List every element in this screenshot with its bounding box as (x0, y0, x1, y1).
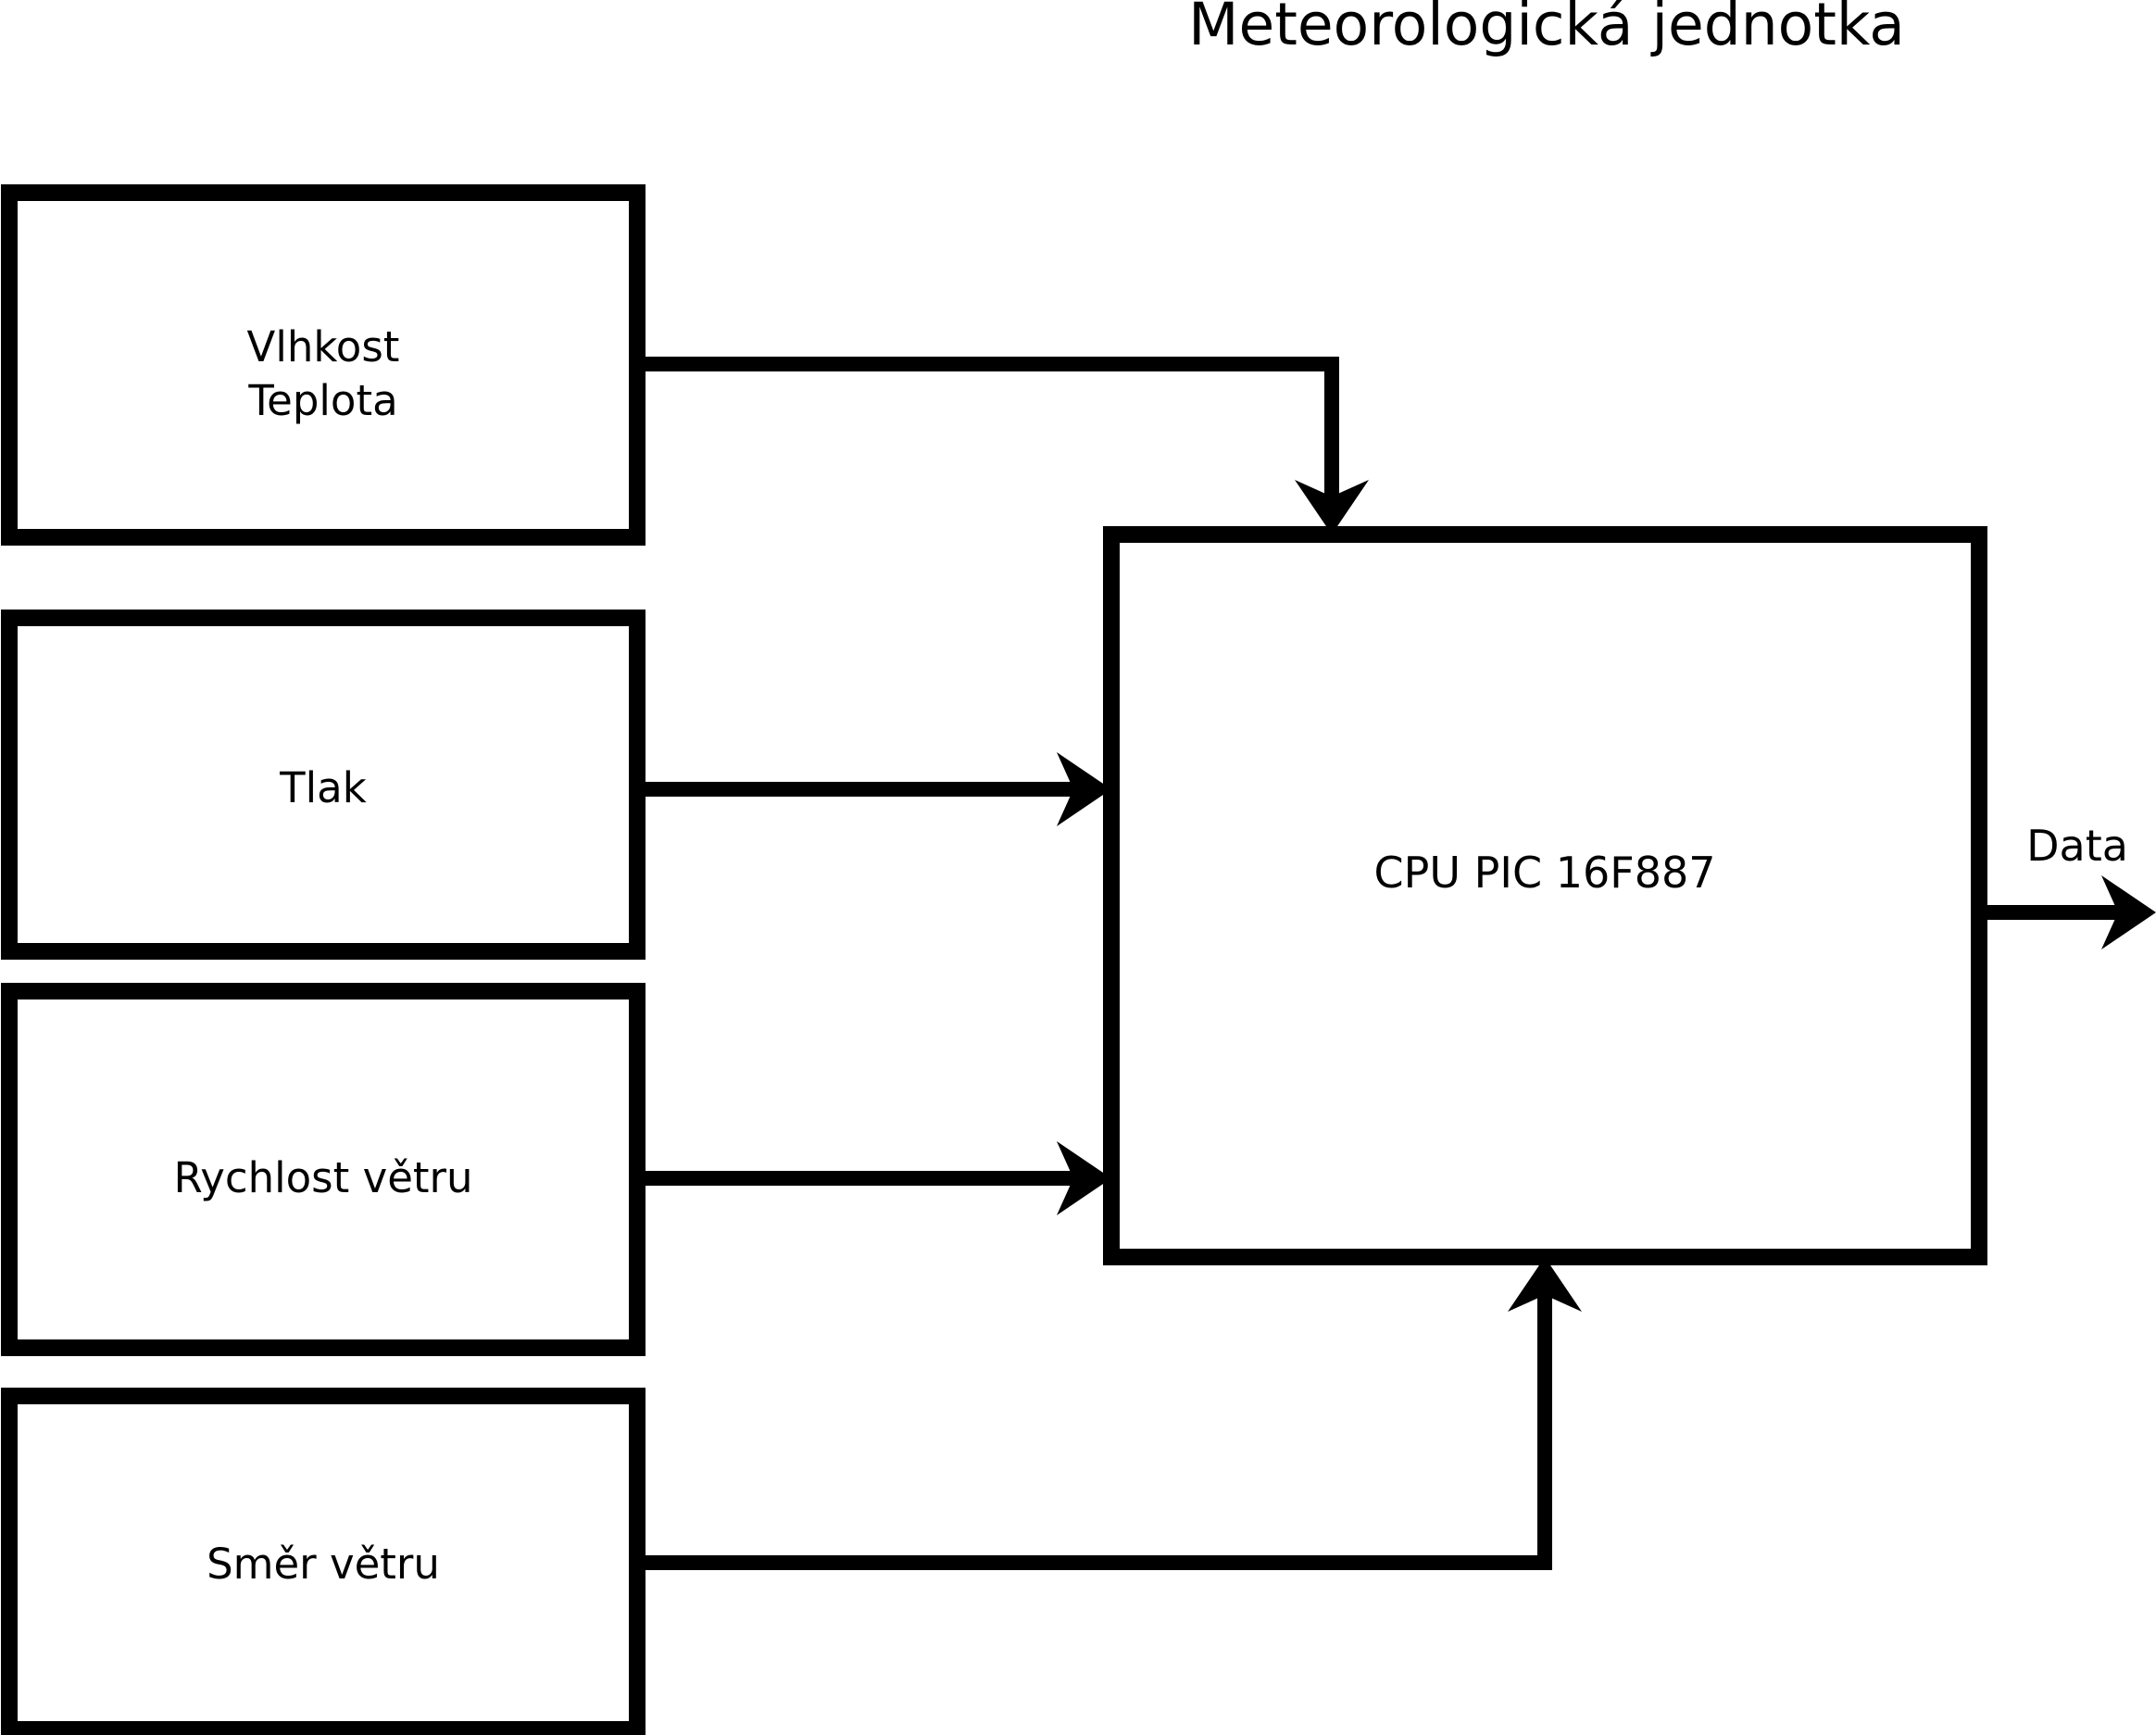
page-title: Meteorologická jednotka (1188, 0, 1905, 58)
block-humidity-temperature-label-line1: Vlhkost (247, 322, 400, 371)
connector-wind-speed-to-cpu (637, 1141, 1111, 1215)
connector-pressure-to-cpu (637, 752, 1111, 826)
block-pressure-rect (1, 610, 646, 960)
block-humidity-temperature-rect (1, 184, 646, 546)
block-sensor-humidity-temperature[interactable]: Vlhkost Teplota (1, 184, 646, 546)
connector-wind-direction-path (637, 1295, 1552, 1570)
block-sensor-wind-speed[interactable]: Rychlost větru (1, 983, 646, 1356)
arrowhead-right-data-output (2101, 875, 2156, 949)
block-wind-speed-label: Rychlost větru (173, 1153, 472, 1202)
block-humidity-temperature-label-line2: Teplota (247, 376, 397, 425)
block-sensor-pressure[interactable]: Tlak (1, 610, 646, 960)
connector-cpu-to-data-output: Data (1979, 821, 2156, 949)
arrowhead-right-into-cpu-pressure (1057, 752, 1111, 826)
block-sensor-wind-direction[interactable]: Směr větru (1, 1388, 646, 1735)
block-cpu-rect (1103, 526, 1987, 1265)
arrowhead-up-into-cpu-bottom (1508, 1257, 1582, 1312)
block-wind-direction-label: Směr větru (207, 1540, 440, 1589)
connector-humidity-temperature-path (637, 357, 1339, 500)
block-cpu-label: CPU PIC 16F887 (1374, 848, 1716, 898)
block-wind-speed-rect (1, 983, 646, 1356)
edge-label-data: Data (2026, 821, 2128, 871)
connector-humidity-temperature-to-cpu (637, 357, 1369, 534)
block-cpu[interactable]: CPU PIC 16F887 (1103, 526, 1987, 1265)
arrowhead-right-into-cpu-wind-speed (1057, 1141, 1111, 1215)
arrowhead-down-into-cpu-top (1295, 480, 1369, 534)
block-pressure-label: Tlak (279, 763, 367, 812)
connector-wind-direction-to-cpu (637, 1257, 1582, 1570)
